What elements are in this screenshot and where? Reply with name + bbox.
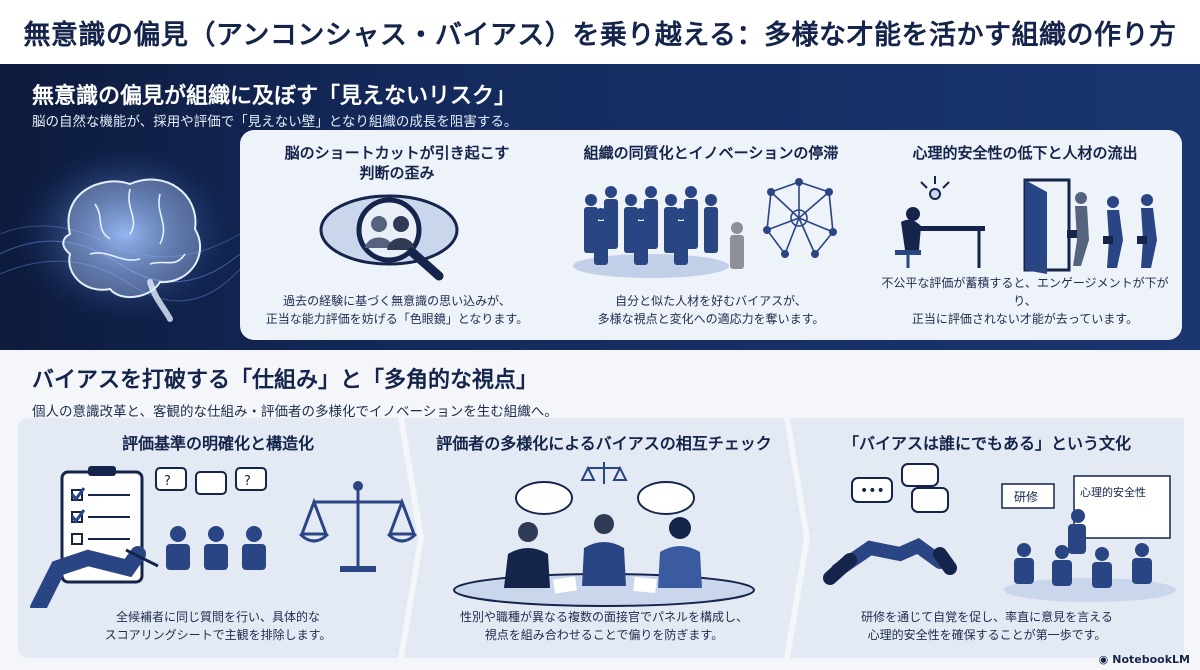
logo-icon: ◉ (1098, 653, 1109, 666)
risk-card-homogeneity: 組織の同質化とイノベーションの停滞 (554, 130, 868, 340)
magnifier-icon (240, 190, 554, 286)
step-body: 研修を通じて自覚を促し、率直に意見を言える 心理的安全性を確保することが第一歩で… (861, 610, 1113, 642)
safety-label: 心理的安全性 (1080, 485, 1146, 499)
risk-card-body: 不公平な評価が蓄積すると、エンゲージメントが下がり、 正当に評価されない才能が去… (881, 276, 1169, 326)
solution-subheading: 個人の意識改革と、客観的な仕組み・評価者の多様化でイノベーションを生む組織へ。 (32, 404, 558, 420)
notebooklm-logo: ◉ NotebookLM (1099, 653, 1190, 666)
training-handshake-icon: ••• 研修 心理的安全性 (790, 458, 1184, 608)
risk-card-title: 組織の同質化とイノベーションの停滞 (583, 144, 839, 162)
risk-card-title: 心理的安全性の低下と人材の流出 (912, 144, 1138, 162)
risk-subheading: 脳の自然な機能が、採用や評価で「見えない壁」となり組織の成長を阻害する。 (32, 114, 518, 130)
risk-card-bias: 脳のショートカットが引き起こす 判断の歪み 過去の経験に基づく無意識の思い込みが… (240, 130, 554, 340)
employee-leaving-icon (868, 176, 1182, 286)
solution-heading: バイアスを打破する「仕組み」と「多角的な視点」 (32, 368, 539, 393)
svg-text:?: ? (164, 474, 171, 489)
step-bias-awareness-culture: 「バイアスは誰にでもある」という文化 ••• 研修 心理的安全性 (790, 418, 1184, 658)
group-network-icon (554, 178, 868, 286)
step-structured-evaluation: 評価基準の明確化と構造化 ? ? (18, 418, 418, 658)
risk-panel: 脳のショートカットが引き起こす 判断の歪み 過去の経験に基づく無意識の思い込みが… (240, 130, 1182, 340)
checklist-scales-icon: ? ? (18, 458, 418, 616)
training-label: 研修 (1014, 489, 1038, 504)
logo-text: NotebookLM (1112, 653, 1190, 666)
risk-card-body: 過去の経験に基づく無意識の思い込みが、 正当な能力評価を妨げる「色眼鏡」となりま… (265, 294, 529, 326)
risk-card-turnover: 心理的安全性の低下と人材の流出 (868, 130, 1182, 340)
step-title: 評価基準の明確化と構造化 (121, 434, 314, 453)
svg-text:?: ? (244, 474, 251, 489)
risk-heading: 無意識の偏見が組織に及ぼす「見えないリスク」 (32, 84, 517, 109)
solution-steps: 評価基準の明確化と構造化 ? ? (18, 418, 1184, 658)
step-title: 「バイアスは誰にでもある」という文化 (842, 434, 1131, 453)
risk-card-body: 自分と似た人材を好むバイアスが、 多様な視点と変化への適応力を奪います。 (597, 294, 825, 326)
risk-section: 無意識の偏見が組織に及ぼす「見えないリスク」 脳の自然な機能が、採用や評価で「見… (0, 64, 1200, 350)
panel-interview-icon (404, 458, 804, 608)
page-title: 無意識の偏見（アンコンシャス・バイアス）を乗り越える：多様な才能を活かす組織の作… (23, 19, 1177, 51)
solution-header: バイアスを打破する「仕組み」と「多角的な視点」 個人の意識改革と、客観的な仕組み… (32, 362, 558, 420)
risk-card-title: 脳のショートカットが引き起こす 判断の歪み (284, 144, 510, 182)
step-diverse-panel: 評価者の多様化によるバイアスの相互チェック 性別や職種が異なる複数の面接官でパネ… (404, 418, 804, 658)
step-body: 性別や職種が異なる複数の面接官でパネルを構成し、 視点を組み合わせることで偏りを… (459, 610, 748, 642)
svg-text:•••: ••• (860, 483, 885, 499)
brain-illustration (0, 134, 241, 350)
step-title: 評価者の多様化によるバイアスの相互チェック (436, 434, 772, 453)
step-body: 全候補者に同じ質問を行い、具体的な スコアリングシートで主観を排除します。 (104, 610, 332, 642)
title-bar: 無意識の偏見（アンコンシャス・バイアス）を乗り越える：多様な才能を活かす組織の作… (0, 0, 1200, 64)
